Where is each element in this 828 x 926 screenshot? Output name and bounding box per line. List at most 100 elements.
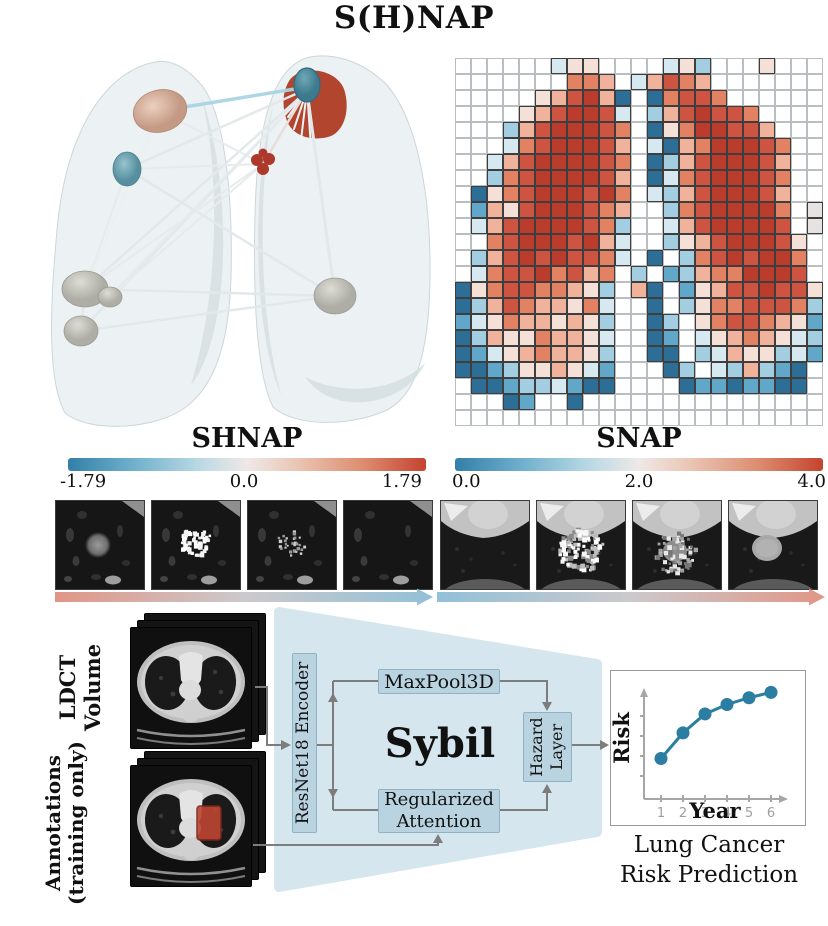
heatmap-cell (727, 186, 743, 202)
heatmap-cell (727, 362, 743, 378)
heatmap-cell (615, 74, 631, 90)
heatmap-cell (695, 234, 711, 250)
heatmap-cell (663, 202, 679, 218)
heatmap-cell (599, 138, 615, 154)
heatmap-cell (711, 74, 727, 90)
heatmap-cell (471, 298, 487, 314)
heatmap-cell (599, 154, 615, 170)
heatmap-cell (519, 250, 535, 266)
heatmap-cell (743, 154, 759, 170)
heatmap-cell (567, 394, 583, 410)
heatmap-cell (759, 74, 775, 90)
heatmap-cell (743, 378, 759, 394)
heatmap-cell (727, 314, 743, 330)
x-tick-label: 4 (723, 806, 731, 821)
heatmap-cell (567, 282, 583, 298)
heatmap-cell (487, 378, 503, 394)
heatmap-cell (791, 410, 807, 426)
heatmap-cell (615, 314, 631, 330)
heatmap-cell (551, 394, 567, 410)
heatmap-cell (519, 330, 535, 346)
heatmap-cell (471, 122, 487, 138)
heatmap-cell (503, 410, 519, 426)
heatmap-cell (647, 186, 663, 202)
heatmap-cell (599, 266, 615, 282)
heatmap-cell (471, 170, 487, 186)
heatmap-cell (743, 266, 759, 282)
heatmap-cell (791, 330, 807, 346)
heatmap-cell (503, 138, 519, 154)
heatmap-cell (759, 266, 775, 282)
heatmap-cell (791, 154, 807, 170)
heatmap-cell (759, 122, 775, 138)
risk-data-point (676, 726, 690, 740)
heatmap-cell (791, 394, 807, 410)
heatmap-cell (759, 298, 775, 314)
heatmap-cell (759, 138, 775, 154)
heatmap-cell (567, 74, 583, 90)
heatmap-cell (807, 330, 823, 346)
heatmap-cell (695, 330, 711, 346)
output-caption-line2: Risk Prediction (619, 862, 799, 888)
heatmap-cell (679, 202, 695, 218)
heatmap-cell (727, 122, 743, 138)
heatmap-cell (743, 58, 759, 74)
heatmap-cell (551, 170, 567, 186)
heatmap-cell (471, 138, 487, 154)
heatmap-cell (631, 218, 647, 234)
heatmap-cell (679, 154, 695, 170)
heatmap-cell (679, 234, 695, 250)
heatmap-cell (743, 90, 759, 106)
heatmap-cell (727, 394, 743, 410)
heatmap-cell (759, 170, 775, 186)
heatmap-cell (583, 250, 599, 266)
heatmap-cell (567, 410, 583, 426)
risk-data-point (764, 685, 778, 699)
heatmap-cell (775, 170, 791, 186)
heatmap-cell (679, 362, 695, 378)
nodule-red-cross (251, 148, 275, 175)
heatmap-cell (535, 298, 551, 314)
heatmap-cell (567, 170, 583, 186)
figure-title: S(H)NAP (333, 0, 495, 36)
heatmap-cell (519, 282, 535, 298)
heatmap-cell (471, 378, 487, 394)
heatmap-cell (471, 266, 487, 282)
heatmap-cell (759, 154, 775, 170)
heatmap-cell (663, 362, 679, 378)
heatmap-cell (711, 106, 727, 122)
heatmap-cell (471, 394, 487, 410)
heatmap-cell (503, 346, 519, 362)
heatmap-cell (503, 394, 519, 410)
heatmap-cell (759, 106, 775, 122)
heatmap-cell (663, 250, 679, 266)
heatmap-cell (711, 154, 727, 170)
heatmap-cell (663, 282, 679, 298)
heatmap-cell (519, 234, 535, 250)
heatmap-cell (775, 90, 791, 106)
heatmap-cell (631, 378, 647, 394)
heatmap-cell (743, 394, 759, 410)
heatmap-cell (487, 202, 503, 218)
heatmap-cell (695, 250, 711, 266)
snap-ct-slice-1 (440, 500, 530, 590)
regularized-attention-box: Regularized Attention (378, 789, 500, 833)
heatmap-cell (583, 170, 599, 186)
heatmap-cell (583, 58, 599, 74)
heatmap-cell (743, 362, 759, 378)
heatmap-cell (583, 378, 599, 394)
heatmap-cell (679, 218, 695, 234)
heatmap-cell (551, 410, 567, 426)
heatmap-cell (583, 154, 599, 170)
heatmap-cell (679, 266, 695, 282)
heatmap-cell (775, 122, 791, 138)
heatmap-cell (663, 330, 679, 346)
heatmap-cell (631, 298, 647, 314)
heatmap-cell (775, 378, 791, 394)
heatmap-cell (647, 202, 663, 218)
heatmap-cell (455, 106, 471, 122)
heatmap-cell (727, 58, 743, 74)
heatmap-cell (455, 170, 471, 186)
heatmap-cell (695, 282, 711, 298)
heatmap-cell (679, 106, 695, 122)
